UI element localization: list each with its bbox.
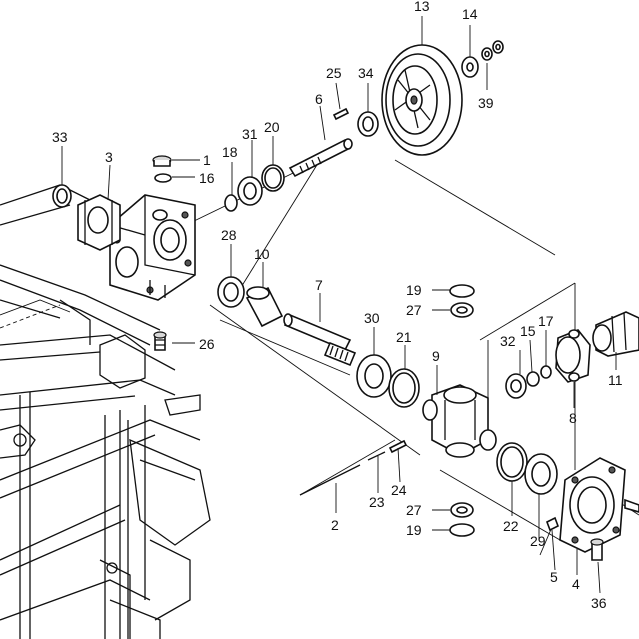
callout-27-top: 27 bbox=[406, 302, 422, 318]
bearing-29 bbox=[524, 453, 558, 495]
callout-28: 28 bbox=[221, 227, 237, 243]
callout-31: 31 bbox=[242, 126, 258, 142]
callout-21: 21 bbox=[396, 329, 412, 345]
callout-33: 33 bbox=[52, 129, 68, 145]
pulley-13 bbox=[381, 44, 463, 156]
callout-10: 10 bbox=[254, 246, 270, 262]
pin-23 bbox=[367, 451, 386, 461]
plug-1 bbox=[152, 155, 172, 167]
cover-4 bbox=[559, 457, 626, 553]
callout-32: 32 bbox=[500, 333, 516, 349]
callout-4: 4 bbox=[572, 576, 580, 592]
ring-22 bbox=[496, 442, 528, 482]
callout-2: 2 bbox=[331, 517, 339, 533]
seal-34 bbox=[357, 111, 379, 137]
nut-39 bbox=[481, 47, 493, 61]
ring-19-bottom bbox=[449, 523, 475, 537]
callout-19-bottom: 19 bbox=[406, 522, 422, 538]
gear-housing-9 bbox=[422, 384, 497, 458]
callout-36: 36 bbox=[591, 595, 607, 611]
shaft-7 bbox=[283, 313, 357, 367]
callout-7: 7 bbox=[315, 277, 323, 293]
washer-14 bbox=[461, 56, 479, 78]
callout-19-top: 19 bbox=[406, 282, 422, 298]
bearing-31 bbox=[237, 176, 263, 206]
ring-20 bbox=[261, 164, 285, 192]
callout-24: 24 bbox=[391, 482, 407, 498]
bearing-27-top bbox=[450, 302, 474, 318]
callout-25: 25 bbox=[326, 65, 342, 81]
callout-22: 22 bbox=[503, 518, 519, 534]
callout-26: 26 bbox=[199, 336, 215, 352]
seal-33 bbox=[52, 184, 72, 208]
bearing-30 bbox=[356, 354, 392, 398]
bearing-27-bottom bbox=[450, 502, 474, 518]
callout-17: 17 bbox=[538, 313, 554, 329]
ring-17 bbox=[540, 365, 552, 379]
bolt-right bbox=[624, 498, 639, 513]
callout-20: 20 bbox=[264, 119, 280, 135]
bearing-28 bbox=[217, 276, 245, 308]
sleeve-10 bbox=[245, 286, 284, 328]
ring-21 bbox=[388, 368, 420, 408]
washer-16 bbox=[154, 173, 172, 183]
pin-5 bbox=[545, 516, 560, 532]
washer-15 bbox=[526, 371, 540, 387]
nut-top bbox=[492, 40, 504, 54]
bearing-32 bbox=[505, 373, 527, 399]
ring-19-top bbox=[449, 284, 475, 298]
callout-1: 1 bbox=[203, 152, 211, 168]
callout-29: 29 bbox=[530, 533, 546, 549]
cap-8 bbox=[555, 329, 591, 383]
callout-8: 8 bbox=[569, 410, 577, 426]
tube-11 bbox=[592, 311, 639, 357]
callout-15: 15 bbox=[520, 323, 536, 339]
callout-6: 6 bbox=[315, 91, 323, 107]
snap-ring-18 bbox=[224, 194, 238, 212]
callout-labels: 13 14 25 34 39 6 33 3 1 18 31 20 16 28 1… bbox=[52, 0, 623, 611]
callout-11: 11 bbox=[608, 372, 623, 388]
callout-18: 18 bbox=[222, 144, 238, 160]
callout-39: 39 bbox=[478, 95, 494, 111]
pin-24 bbox=[388, 439, 408, 454]
callout-30: 30 bbox=[364, 310, 380, 326]
callout-5: 5 bbox=[550, 569, 558, 585]
callout-13: 13 bbox=[414, 0, 430, 14]
callout-27-bottom: 27 bbox=[406, 502, 422, 518]
rod-2 bbox=[299, 464, 361, 496]
gearbox-housing-3 bbox=[77, 194, 196, 301]
callout-3: 3 bbox=[105, 149, 113, 165]
key-25 bbox=[332, 107, 350, 121]
callout-9: 9 bbox=[432, 348, 440, 364]
callout-leaders bbox=[61, 16, 617, 594]
bolt-36 bbox=[590, 538, 604, 561]
callout-16: 16 bbox=[199, 170, 215, 186]
callout-14: 14 bbox=[462, 6, 478, 22]
machine-frame bbox=[0, 184, 211, 639]
callout-34: 34 bbox=[358, 65, 374, 81]
drain-plug-26 bbox=[153, 331, 167, 351]
shaft-6 bbox=[288, 138, 353, 178]
callout-23: 23 bbox=[369, 494, 385, 510]
